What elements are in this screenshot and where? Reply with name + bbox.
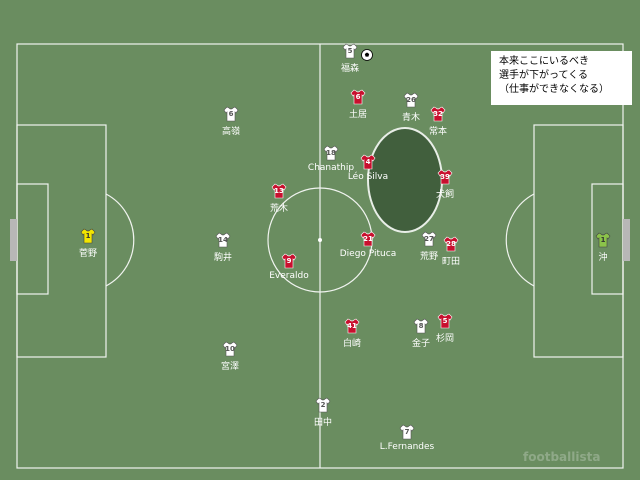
player-name: 駒井 xyxy=(213,253,232,263)
player-name: 白崎 xyxy=(342,339,361,349)
shirt-icon xyxy=(402,91,420,109)
shirt-icon xyxy=(322,144,340,162)
player-name: 田中 xyxy=(313,418,332,428)
shirt-icon xyxy=(436,168,454,186)
player-number: 9 xyxy=(286,257,292,265)
player-name: 高嶺 xyxy=(221,127,240,137)
player-name: 杉岡 xyxy=(435,334,454,344)
shirt-icon xyxy=(412,317,430,335)
note-line-1: 本来ここにいるべき xyxy=(499,56,589,67)
player-number: 5 xyxy=(347,47,353,55)
shirt-icon xyxy=(429,105,447,123)
shirt-icon xyxy=(270,182,288,200)
shirt-icon xyxy=(280,252,298,270)
player-number: 4 xyxy=(365,158,371,166)
shirt-icon xyxy=(79,227,97,245)
player-name: 荒野 xyxy=(419,252,438,262)
shirt-icon xyxy=(341,42,359,60)
player-number: 14 xyxy=(218,236,228,244)
player-number: 21 xyxy=(363,235,373,243)
player-name: 菅野 xyxy=(78,249,97,259)
player-number: 2 xyxy=(320,401,326,409)
ball-icon xyxy=(361,46,373,61)
shirt-icon xyxy=(222,105,240,123)
player-number: 18 xyxy=(326,149,336,157)
player-number: 32 xyxy=(433,110,443,118)
shirt-icon xyxy=(343,317,361,335)
shirt-icon xyxy=(420,230,438,248)
player-name: 沖 xyxy=(598,253,608,263)
player-number: 41 xyxy=(347,322,357,330)
shirt-icon xyxy=(349,88,367,106)
shirt-icon xyxy=(436,312,454,330)
player-number: 10 xyxy=(225,345,235,353)
player-number: 26 xyxy=(406,96,416,104)
player-name: 荒木 xyxy=(269,204,288,214)
player-name: Léo Silva xyxy=(347,172,389,182)
player-number: 6 xyxy=(228,110,234,118)
player-number: 5 xyxy=(442,317,448,325)
player-name: 宮澤 xyxy=(220,362,239,372)
player-number: 6 xyxy=(355,93,361,101)
shirt-icon xyxy=(594,231,612,249)
player-number: 1 xyxy=(600,236,606,244)
player-number: 28 xyxy=(446,240,456,248)
player-name: 町田 xyxy=(441,257,460,267)
shirt-icon xyxy=(314,396,332,414)
player-name: Diego Pituca xyxy=(339,249,397,259)
player-number: 13 xyxy=(274,187,284,195)
player-number: 8 xyxy=(418,322,424,330)
player-number: 1 xyxy=(85,232,91,240)
note-line-3: （仕事ができなくなる） xyxy=(499,84,609,95)
shirt-icon xyxy=(398,423,416,441)
player-name: Everaldo xyxy=(269,271,309,281)
shirt-icon xyxy=(359,230,377,248)
player-number: 7 xyxy=(404,428,410,436)
player-name: Chanathip xyxy=(307,163,355,173)
player-name: 青木 xyxy=(401,113,420,123)
highlight-ellipse xyxy=(367,127,443,233)
shirt-icon xyxy=(359,153,377,171)
player-name: 金子 xyxy=(411,339,430,349)
watermark: footballista xyxy=(523,450,601,464)
player-name: L.Fernandes xyxy=(379,442,435,452)
note-line-2: 選手が下がってくる xyxy=(499,70,588,81)
shirt-icon xyxy=(442,235,460,253)
annotation-box: 本来ここにいるべき 選手が下がってくる （仕事ができなくなる） xyxy=(491,51,632,105)
shirt-icon xyxy=(221,340,239,358)
player-name: 福森 xyxy=(340,64,359,74)
player-name: 常本 xyxy=(428,127,447,137)
player-number: 27 xyxy=(424,235,434,243)
player-name: 犬飼 xyxy=(435,190,454,200)
shirt-icon xyxy=(214,231,232,249)
player-name: 土居 xyxy=(348,110,367,120)
player-number: 39 xyxy=(440,173,450,181)
